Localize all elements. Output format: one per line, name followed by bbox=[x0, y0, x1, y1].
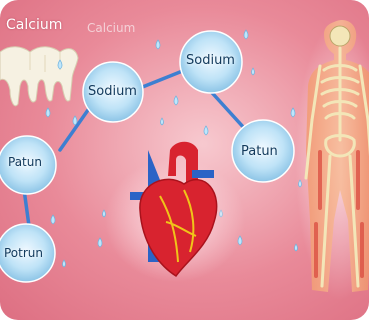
node-label-patun-right: Patun bbox=[241, 144, 278, 159]
teeth-icon bbox=[0, 47, 78, 106]
node-label-patun-left: Patun bbox=[8, 155, 42, 169]
heart-icon bbox=[105, 142, 245, 282]
title-calcium-ghost: Calcium bbox=[87, 21, 135, 35]
title-calcium: Calcium bbox=[6, 17, 62, 33]
node-label-potrun: Potrun bbox=[4, 246, 43, 260]
node-label-sodium-top: Sodium bbox=[186, 53, 235, 68]
human-skeleton-icon bbox=[295, 20, 369, 300]
connector-line bbox=[60, 110, 88, 150]
node-label-sodium-mid: Sodium bbox=[88, 84, 137, 99]
